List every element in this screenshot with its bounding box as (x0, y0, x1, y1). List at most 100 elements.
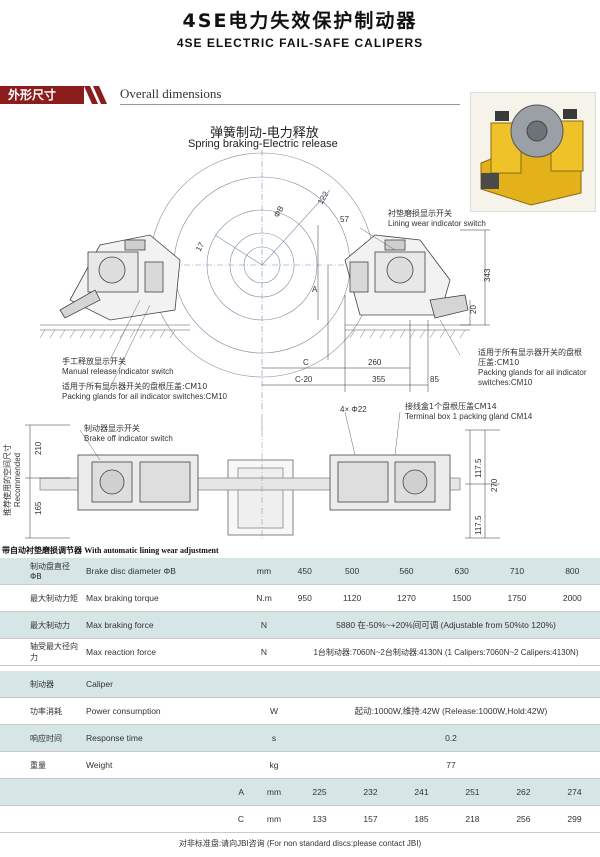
product-photo (470, 92, 596, 212)
table-row: 重量 Weight kg 77 (0, 751, 600, 779)
table-cell: 1500 (434, 584, 490, 612)
table-cell: 500 (325, 558, 379, 585)
auto-adjust-caption: 带自动衬垫磨损调节器 With automatic lining wear ad… (2, 545, 219, 556)
spec-table-1: 制动盘直径 ΦB Brake disc diameter ΦB mm 450 5… (0, 558, 600, 666)
row-unit: W (254, 697, 294, 725)
label-terminal-en: Terminal box 1 packing gland CM14 (405, 412, 533, 421)
dim-355: 355 (372, 375, 386, 384)
section-divider (120, 104, 460, 105)
label-recommended-cn: 推荐使用的空间尺寸 (3, 444, 12, 516)
drawing-title-cn: 弹簧制动-电力释放 (210, 126, 319, 141)
label-gland-right-cn2: 压盖:CM10 (478, 358, 520, 367)
table-row: 最大制动力 Max braking force N 5880 在-50%~+20… (0, 611, 600, 639)
table-cell-merged: 0.2 (294, 724, 600, 752)
table-row: 响应时间 Response time s 0.2 (0, 724, 600, 752)
row-label-cn: 制动器 (0, 671, 82, 698)
table-cell: 800 (544, 558, 600, 585)
dim-holes: 4× Φ22 (340, 405, 367, 414)
table-cell-merged: 1台制动器:7060N~2台制动器:4130N (1 Calipers:7060… (284, 638, 600, 666)
table-row: A mm 225 232 241 251 262 274 (0, 778, 600, 806)
drawing-title-en: Spring braking-Electric release (188, 138, 338, 150)
auto-adjust-en: With automatic lining wear adjustment (84, 546, 219, 555)
auto-adjust-cn: 带自动衬垫磨损调节器 (2, 546, 82, 555)
dim-270: 270 (490, 478, 499, 492)
dim-phi-b: ΦB (272, 204, 286, 219)
dimension-drawing: ΦB 122 57 17 A 343 20 C 260 C-20 355 85 … (25, 150, 500, 540)
label-brakeoff-cn: 制动器显示开关 (84, 424, 140, 433)
label-lining-cn: 衬垫磨损显示开关 (388, 209, 452, 218)
page-title-cn: 4SE电力失效保护制动器 (182, 10, 418, 32)
label-gland-right-en1: Packing glands for ail indicator (478, 368, 587, 377)
row-unit: mm (254, 805, 294, 833)
section-tag: 外形尺寸 (0, 86, 84, 104)
table-cell: 2000 (544, 584, 600, 612)
table-cell: 262 (497, 778, 549, 806)
row-label-en: A (82, 778, 254, 806)
label-gland-right-cn1: 适用于所有显示器开关的盘根 (478, 348, 582, 357)
table-cell: 950 (284, 584, 326, 612)
label-gland-left-cn: 适用于所有显示器开关的盘根压盖:CM10 (62, 382, 208, 391)
table-cell: 241 (395, 778, 447, 806)
dim-165: 165 (34, 501, 43, 515)
table-cell: 157 (344, 805, 396, 833)
label-gland-left-en: Packing glands for ail indicator switche… (62, 392, 227, 401)
row-label-en: C (82, 805, 254, 833)
table-row: 最大制动力矩 Max braking torque N.m 950 1120 1… (0, 584, 600, 612)
table-cell: 630 (434, 558, 490, 585)
dim-a: A (312, 285, 318, 294)
row-label-en: Power consumption (82, 697, 254, 725)
row-label-en: Max reaction force (82, 638, 244, 666)
spec-table-2: 制动器 Caliper 功率消耗 Power consumption W 起动:… (0, 671, 600, 833)
table-row: 功率消耗 Power consumption W 起动:1000W,维持:42W… (0, 697, 600, 725)
table-cell: 133 (294, 805, 345, 833)
page-title-en: 4SE ELECTRIC FAIL-SAFE CALIPERS (176, 36, 424, 50)
dim-c: C (303, 358, 309, 367)
row-label-cn: 最大制动力矩 (0, 584, 82, 612)
table-cell: 232 (344, 778, 396, 806)
row-unit: N (244, 638, 284, 666)
label-terminal-cn: 接线盒1个盘根压盖CM14 (405, 402, 497, 411)
row-label-en: Max braking force (82, 611, 244, 639)
table-cell-merged (294, 671, 600, 698)
table-row: 轴受最大径向力 Max reaction force N 1台制动器:7060N… (0, 638, 600, 666)
table-cell: 218 (446, 805, 498, 833)
label-manual-en: Manual release indicator switch (62, 367, 174, 376)
row-unit: mm (244, 558, 284, 585)
dim-85: 85 (430, 375, 439, 384)
dim-17: 17 (194, 240, 207, 253)
table-cell: 274 (548, 778, 600, 806)
table-cell: 1120 (325, 584, 379, 612)
label-recommended-en: Recommended (13, 452, 22, 508)
dim-343: 343 (483, 268, 492, 282)
table-cell: 256 (497, 805, 549, 833)
label-brakeoff-en: Brake off indicator switch (84, 434, 173, 443)
row-label-cn: 最大制动力 (0, 611, 82, 639)
row-unit (254, 671, 294, 698)
table-cell: 251 (446, 778, 498, 806)
table-row: 制动盘直径 ΦB Brake disc diameter ΦB mm 450 5… (0, 558, 600, 585)
table-cell-merged: 77 (294, 751, 600, 779)
row-label-cn: 轴受最大径向力 (0, 638, 82, 666)
row-unit: kg (254, 751, 294, 779)
dim-260: 260 (368, 358, 382, 367)
label-lining-en: Lining wear indicator switch (388, 219, 486, 228)
dim-117-5b: 117.5 (474, 515, 483, 535)
dim-210: 210 (34, 441, 43, 455)
row-label-en: Weight (82, 751, 254, 779)
table-cell: 299 (548, 805, 600, 833)
dim-117-5a: 117.5 (474, 458, 483, 478)
row-label-en: Caliper (82, 671, 254, 698)
table-row: C mm 133 157 185 218 256 299 (0, 805, 600, 833)
dim-20: 20 (469, 305, 478, 314)
section-label: Overall dimensions (120, 86, 222, 101)
row-label-en: Brake disc diameter ΦB (82, 558, 244, 585)
table-row: 制动器 Caliper (0, 671, 600, 698)
row-unit: s (254, 724, 294, 752)
table-cell: 710 (489, 558, 545, 585)
row-label-cn: 重量 (0, 751, 82, 779)
row-label-cn: 响应时间 (0, 724, 82, 752)
section-stripes (84, 86, 107, 104)
row-label-en: Max braking torque (82, 584, 244, 612)
row-unit: N (244, 611, 284, 639)
row-label-cn: 功率消耗 (0, 697, 82, 725)
